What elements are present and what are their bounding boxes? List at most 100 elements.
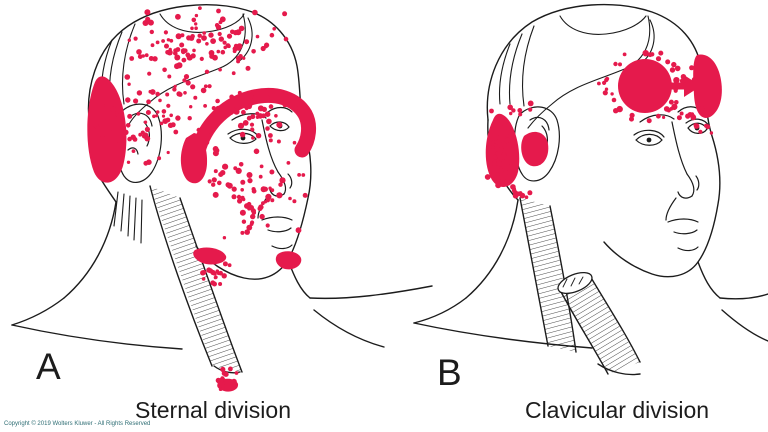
trigger-point-dot bbox=[662, 115, 666, 119]
trigger-point-dot bbox=[263, 200, 268, 204]
trigger-point-dot bbox=[693, 123, 698, 127]
trigger-point-dot bbox=[490, 145, 495, 150]
trigger-point-dot bbox=[129, 56, 135, 61]
trigger-point-dot bbox=[250, 220, 255, 225]
brow-arc-a bbox=[189, 87, 317, 163]
trigger-point-dot bbox=[166, 49, 173, 56]
trigger-point-dot bbox=[224, 383, 229, 389]
trigger-point-dot bbox=[199, 56, 204, 62]
trigger-point-dot bbox=[159, 121, 164, 126]
trigger-point-dot bbox=[161, 109, 167, 114]
trigger-point-dot bbox=[515, 191, 521, 197]
trigger-point-dot bbox=[215, 24, 222, 30]
trigger-point-dot bbox=[504, 137, 511, 144]
trigger-point-dot bbox=[242, 120, 249, 126]
trigger-point-dot bbox=[226, 33, 233, 39]
trigger-point-dot bbox=[127, 38, 131, 42]
trigger-point-dot bbox=[220, 366, 226, 372]
trigger-point-dot bbox=[255, 111, 260, 116]
trigger-point-dot bbox=[295, 99, 301, 105]
trigger-point-dot bbox=[174, 63, 180, 70]
trigger-point-dot bbox=[212, 271, 217, 276]
head-a-nose bbox=[261, 119, 279, 173]
trigger-point-dot bbox=[262, 186, 268, 192]
trigger-point-dot bbox=[244, 229, 250, 235]
trigger-point-dot bbox=[217, 31, 222, 37]
trigger-point-dot bbox=[232, 49, 237, 54]
trigger-point-dot bbox=[110, 129, 115, 134]
trigger-point-dot bbox=[173, 84, 177, 88]
trigger-point-dot bbox=[222, 40, 227, 45]
trigger-point-dot bbox=[506, 142, 513, 149]
trigger-point-dot bbox=[222, 236, 227, 240]
trigger-point-dot bbox=[152, 56, 158, 62]
trigger-point-dot bbox=[219, 16, 226, 23]
trigger-point-dot bbox=[198, 6, 202, 10]
trigger-point-dot bbox=[504, 179, 511, 185]
head-b-face-features bbox=[633, 106, 710, 252]
trigger-point-dot bbox=[238, 54, 243, 59]
trigger-point-dot bbox=[212, 150, 219, 157]
trigger-point-dot bbox=[268, 138, 273, 143]
trigger-point-dot bbox=[618, 62, 622, 67]
ear-concha-patch-b bbox=[521, 131, 549, 167]
trigger-point-dot bbox=[190, 53, 196, 59]
trigger-point-dot bbox=[233, 166, 238, 171]
trigger-point-dot bbox=[99, 135, 106, 142]
trigger-point-dot bbox=[220, 49, 226, 55]
trigger-point-dot bbox=[116, 141, 121, 146]
trigger-point-dot bbox=[227, 44, 231, 49]
copyright-notice: Copyright © 2019 Wolters Kluwer - All Ri… bbox=[4, 421, 151, 427]
trigger-point-dot bbox=[231, 194, 237, 200]
trigger-point-dot bbox=[282, 102, 288, 108]
trigger-point-dot bbox=[146, 159, 152, 165]
trigger-point-dot bbox=[161, 114, 166, 118]
trigger-point-dot bbox=[229, 94, 235, 100]
trigger-point-dot bbox=[95, 125, 100, 130]
trigger-point-dot bbox=[234, 371, 239, 375]
trigger-point-dot bbox=[101, 103, 105, 108]
trigger-point-dot bbox=[240, 188, 244, 192]
trigger-point-dot bbox=[212, 191, 219, 198]
trigger-point-dot bbox=[240, 179, 246, 185]
trigger-point-dot bbox=[642, 50, 649, 57]
trigger-point-dot bbox=[602, 90, 608, 96]
trigger-point-dot bbox=[136, 49, 142, 55]
trigger-point-dot bbox=[250, 213, 256, 220]
head-b-muscle-cut-face bbox=[557, 271, 593, 295]
trigger-point-dot bbox=[501, 124, 508, 131]
chin-patch-a bbox=[275, 251, 302, 270]
trigger-point-dot bbox=[125, 123, 131, 128]
forehead-blob-b bbox=[618, 59, 672, 113]
trigger-point-dot bbox=[157, 156, 162, 161]
trigger-point-dot bbox=[190, 84, 196, 90]
head-a-far-brow bbox=[267, 106, 293, 113]
trigger-point-dot bbox=[236, 194, 242, 200]
trigger-point-dot bbox=[162, 67, 167, 73]
trigger-point-dot bbox=[233, 108, 240, 115]
trigger-point-dot bbox=[288, 196, 292, 201]
trigger-point-dot bbox=[202, 31, 206, 35]
trigger-point-dot bbox=[527, 100, 534, 107]
trigger-point-dot bbox=[650, 52, 655, 57]
head-b-lineart bbox=[413, 3, 768, 376]
trigger-point-dot bbox=[169, 113, 173, 118]
trigger-point-dot bbox=[215, 269, 220, 274]
trigger-point-dot bbox=[193, 95, 198, 100]
trigger-point-dot bbox=[512, 186, 516, 191]
trigger-point-dot bbox=[183, 91, 187, 95]
trigger-point-dot bbox=[519, 192, 526, 199]
trigger-point-dot bbox=[674, 65, 681, 72]
trigger-point-dot bbox=[505, 133, 510, 138]
trigger-point-dot bbox=[629, 116, 634, 122]
trigger-point-dot bbox=[209, 53, 215, 59]
trigger-point-dot bbox=[613, 108, 619, 114]
trigger-point-dot bbox=[228, 366, 233, 372]
trigger-point-dot bbox=[236, 46, 241, 51]
trigger-point-dot bbox=[246, 172, 253, 178]
trigger-point-dot bbox=[200, 270, 206, 276]
trigger-point-dot bbox=[158, 98, 162, 103]
trigger-point-dot bbox=[130, 134, 136, 140]
trigger-point-dot bbox=[676, 115, 682, 121]
trigger-point-dot bbox=[292, 140, 297, 145]
